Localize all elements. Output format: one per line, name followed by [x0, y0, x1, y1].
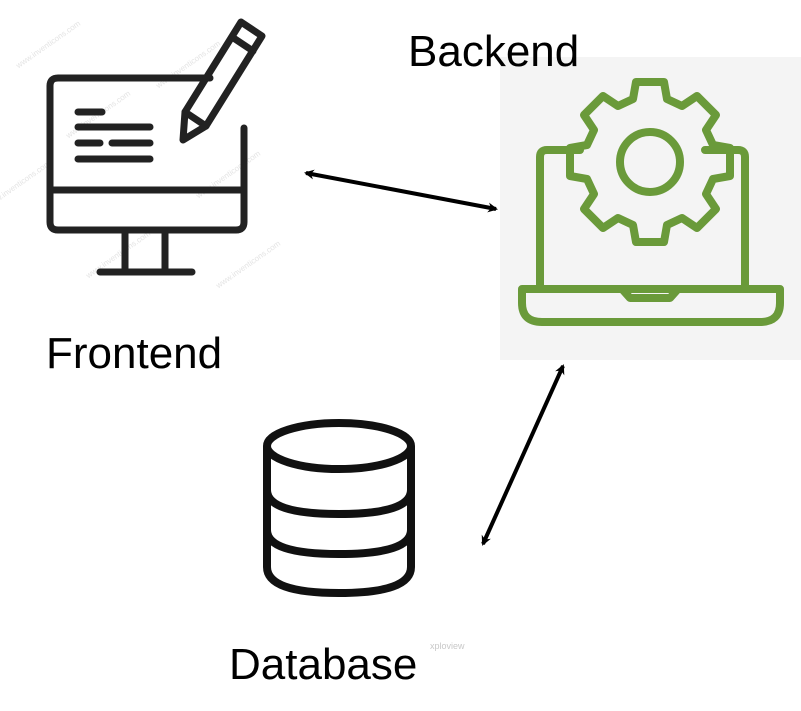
arrow-backend-database — [481, 364, 565, 546]
backend-label: Backend — [408, 27, 580, 76]
frontend-label: Frontend — [46, 329, 223, 378]
small-watermark: xploview — [430, 641, 465, 651]
database-label: Database — [229, 640, 418, 689]
arrow-frontend-backend — [304, 169, 498, 213]
backend-panel — [500, 57, 801, 360]
